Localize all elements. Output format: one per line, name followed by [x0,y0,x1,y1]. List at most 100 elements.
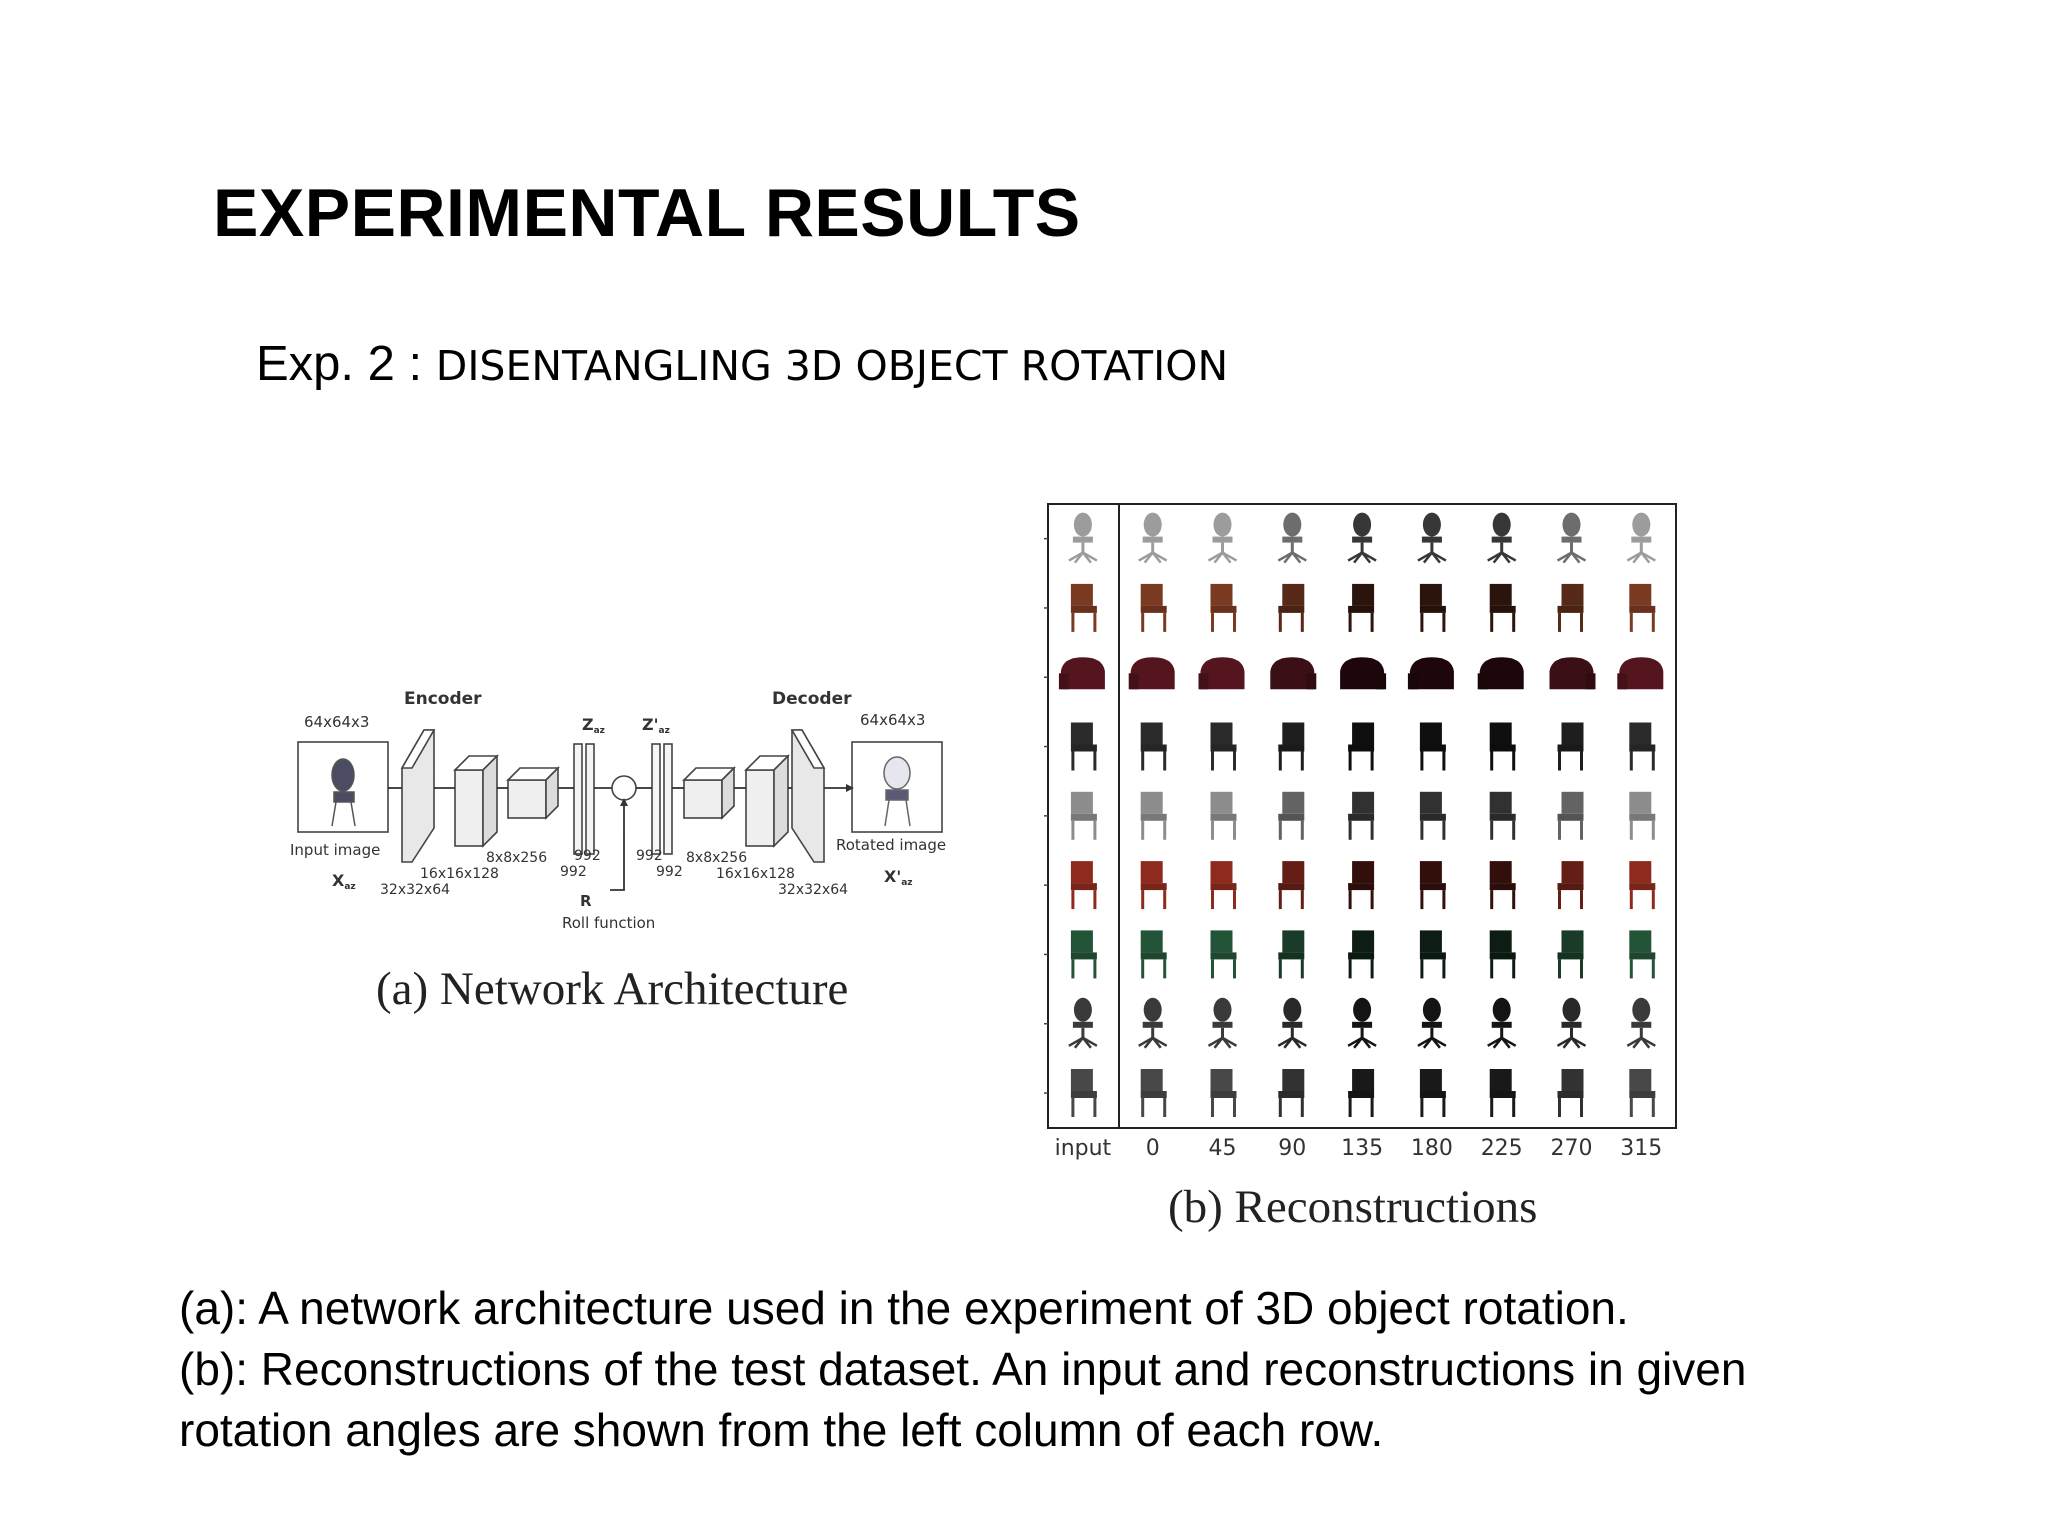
input-chair-thumbnail [331,758,356,827]
chair-thumbnail [1070,861,1097,910]
chair-thumbnail [1629,1069,1656,1117]
decoder-conv1-block [683,779,723,819]
dec-conv3-size: 32x32x64 [778,882,848,898]
chair-thumbnail [1489,583,1516,632]
description-line-3: rotation angles are shown from the left … [179,1404,1384,1456]
description-line-1: (a): A network architecture used in the … [179,1282,1629,1334]
chair-thumbnail [1556,512,1587,564]
figure-description: (a): A network architecture used in the … [179,1278,1959,1461]
chair-thumbnail [1629,583,1656,632]
chair-thumbnail [1556,997,1587,1049]
chair-thumbnail [1487,512,1517,564]
chair-thumbnail [1557,791,1584,840]
roll-node [611,775,637,801]
encoder-fc-bar-1 [573,743,583,855]
chair-thumbnail [1419,583,1446,632]
chair-thumbnail [1407,657,1454,690]
chair-thumbnail [1419,930,1446,979]
chair-thumbnail [1417,997,1447,1049]
experiment-topic: DISENTANGLING 3D OBJECT ROTATION [435,342,1229,390]
chair-thumbnail [1629,791,1656,840]
chair-thumbnail [1489,722,1516,771]
chair-thumbnail [1419,861,1446,910]
chair-thumbnail [1340,657,1387,690]
chair-thumbnail [1489,861,1516,910]
decoder-fc-bar-1 [651,743,661,855]
chair-thumbnail [1557,1069,1584,1117]
enc-conv3-size: 8x8x256 [486,850,547,866]
column-label: 135 [1341,1136,1383,1161]
chair-thumbnail [1629,861,1656,910]
chair-thumbnail [1070,791,1097,840]
encoder-label: Encoder [404,689,482,709]
description-line-2: (b): Reconstructions of the test dataset… [179,1343,1747,1395]
chair-thumbnail [1557,930,1584,979]
encoder-conv3-block [507,779,547,819]
chair-thumbnail [1270,657,1317,690]
chair-thumbnail [1070,930,1097,979]
dec-fc-size-a: 992 [636,848,663,864]
chair-thumbnail [1207,512,1238,564]
output-size-label: 64x64x3 [860,711,925,729]
decoder-label: Decoder [772,689,852,709]
decoder-conv2-block [745,769,775,847]
column-label: 90 [1278,1136,1306,1161]
x-output-label: X'az [884,867,913,888]
chair-thumbnail [1348,791,1375,840]
z-label: Zaz [582,715,605,736]
dec-conv1-size: 8x8x256 [686,850,747,866]
chair-thumbnail [1347,997,1377,1049]
dec-fc-size-b: 992 [656,864,683,880]
chair-thumbnail [1487,997,1517,1049]
chair-thumbnail [1419,722,1446,771]
column-label: 315 [1620,1136,1662,1161]
chair-thumbnail [1058,657,1105,690]
chair-thumbnail [1277,512,1307,564]
chair-thumbnail [1557,861,1584,910]
rotated-chair-thumbnail [883,756,911,827]
chair-thumbnail [1278,722,1305,771]
chair-thumbnail [1140,583,1167,632]
chair-thumbnail [1210,1069,1237,1117]
encoder-conv2-block [454,769,484,847]
chair-thumbnail [1348,722,1375,771]
chair-thumbnail [1140,791,1167,840]
column-label: 45 [1209,1136,1237,1161]
chair-thumbnail [1557,583,1584,632]
column-label: input [1055,1136,1112,1161]
chair-thumbnail [1128,657,1175,690]
input-image-label: Input image [290,841,380,859]
input-size-label: 64x64x3 [304,713,369,731]
chair-thumbnail [1070,1069,1097,1117]
chair-thumbnail [1140,722,1167,771]
chair-thumbnail [1489,791,1516,840]
experiment-subtitle: Exp. 2 : DISENTANGLING 3D OBJECT ROTATIO… [256,336,1228,392]
chair-thumbnail [1210,930,1237,979]
chair-thumbnail [1626,512,1656,564]
chair-thumbnail [1070,583,1097,632]
chair-thumbnail [1068,512,1098,564]
chair-thumbnail [1278,1069,1305,1117]
chair-thumbnail [1278,583,1305,632]
chair-thumbnail [1557,722,1584,771]
enc-conv2-size: 16x16x128 [420,866,499,882]
chair-thumbnail [1277,997,1307,1049]
chair-thumbnail [1140,930,1167,979]
z-prime-label: Z'az [642,715,670,736]
roll-function-label: Roll function [562,914,655,932]
chair-thumbnail [1210,583,1237,632]
dec-conv2-size: 16x16x128 [716,866,795,882]
chair-thumbnail [1629,722,1656,771]
chair-thumbnail [1419,791,1446,840]
chair-thumbnail [1198,657,1245,690]
chair-thumbnail [1138,512,1168,564]
chair-thumbnail [1617,657,1664,690]
chair-thumbnail [1070,722,1097,771]
chair-thumbnail [1210,861,1237,910]
chair-thumbnail [1489,1069,1516,1117]
chair-thumbnail [1278,791,1305,840]
chair-thumbnail [1348,583,1375,632]
chair-thumbnail [1140,1069,1167,1117]
chair-thumbnail [1629,930,1656,979]
